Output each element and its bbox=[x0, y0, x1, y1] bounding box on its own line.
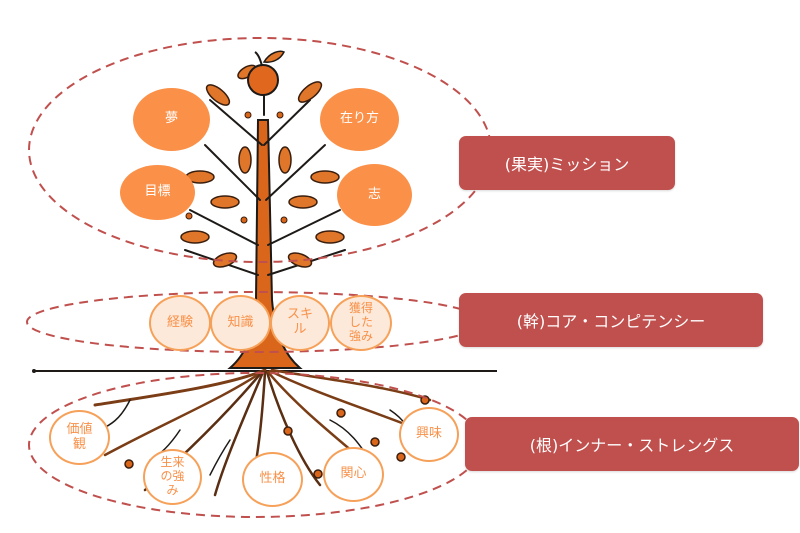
root-node-concern: 関心 bbox=[323, 447, 384, 502]
leaves bbox=[180, 64, 345, 268]
fruit-node-goal: 目標 bbox=[120, 165, 195, 220]
root-node-interest: 興味 bbox=[399, 407, 459, 462]
fruit-node-way-of-being: 在り方 bbox=[320, 88, 399, 151]
apple-icon bbox=[247, 50, 286, 96]
trunk-node-knowledge: 知識 bbox=[210, 295, 271, 351]
fruit-node-dream: 夢 bbox=[133, 88, 210, 151]
inner-strength-label: (根)インナー・ストレングス bbox=[465, 417, 799, 471]
mission-label: (果実)ミッション bbox=[459, 136, 675, 190]
trunk-node-acquired-strength: 獲得 した 強み bbox=[330, 295, 392, 351]
trunk-node-experience: 経験 bbox=[149, 295, 211, 351]
root-node-values: 価値 観 bbox=[49, 410, 110, 465]
fruit-node-aspiration: 志 bbox=[337, 164, 412, 226]
ground-dot bbox=[32, 369, 36, 373]
buds bbox=[185, 111, 288, 224]
core-competency-label: (幹)コア・コンピテンシー bbox=[459, 293, 763, 347]
root-node-innate-strength: 生来 の強 み bbox=[143, 449, 202, 505]
trunk-node-skill: スキ ル bbox=[270, 295, 330, 351]
root-node-personality: 性格 bbox=[242, 452, 303, 507]
root-berries bbox=[124, 395, 430, 479]
